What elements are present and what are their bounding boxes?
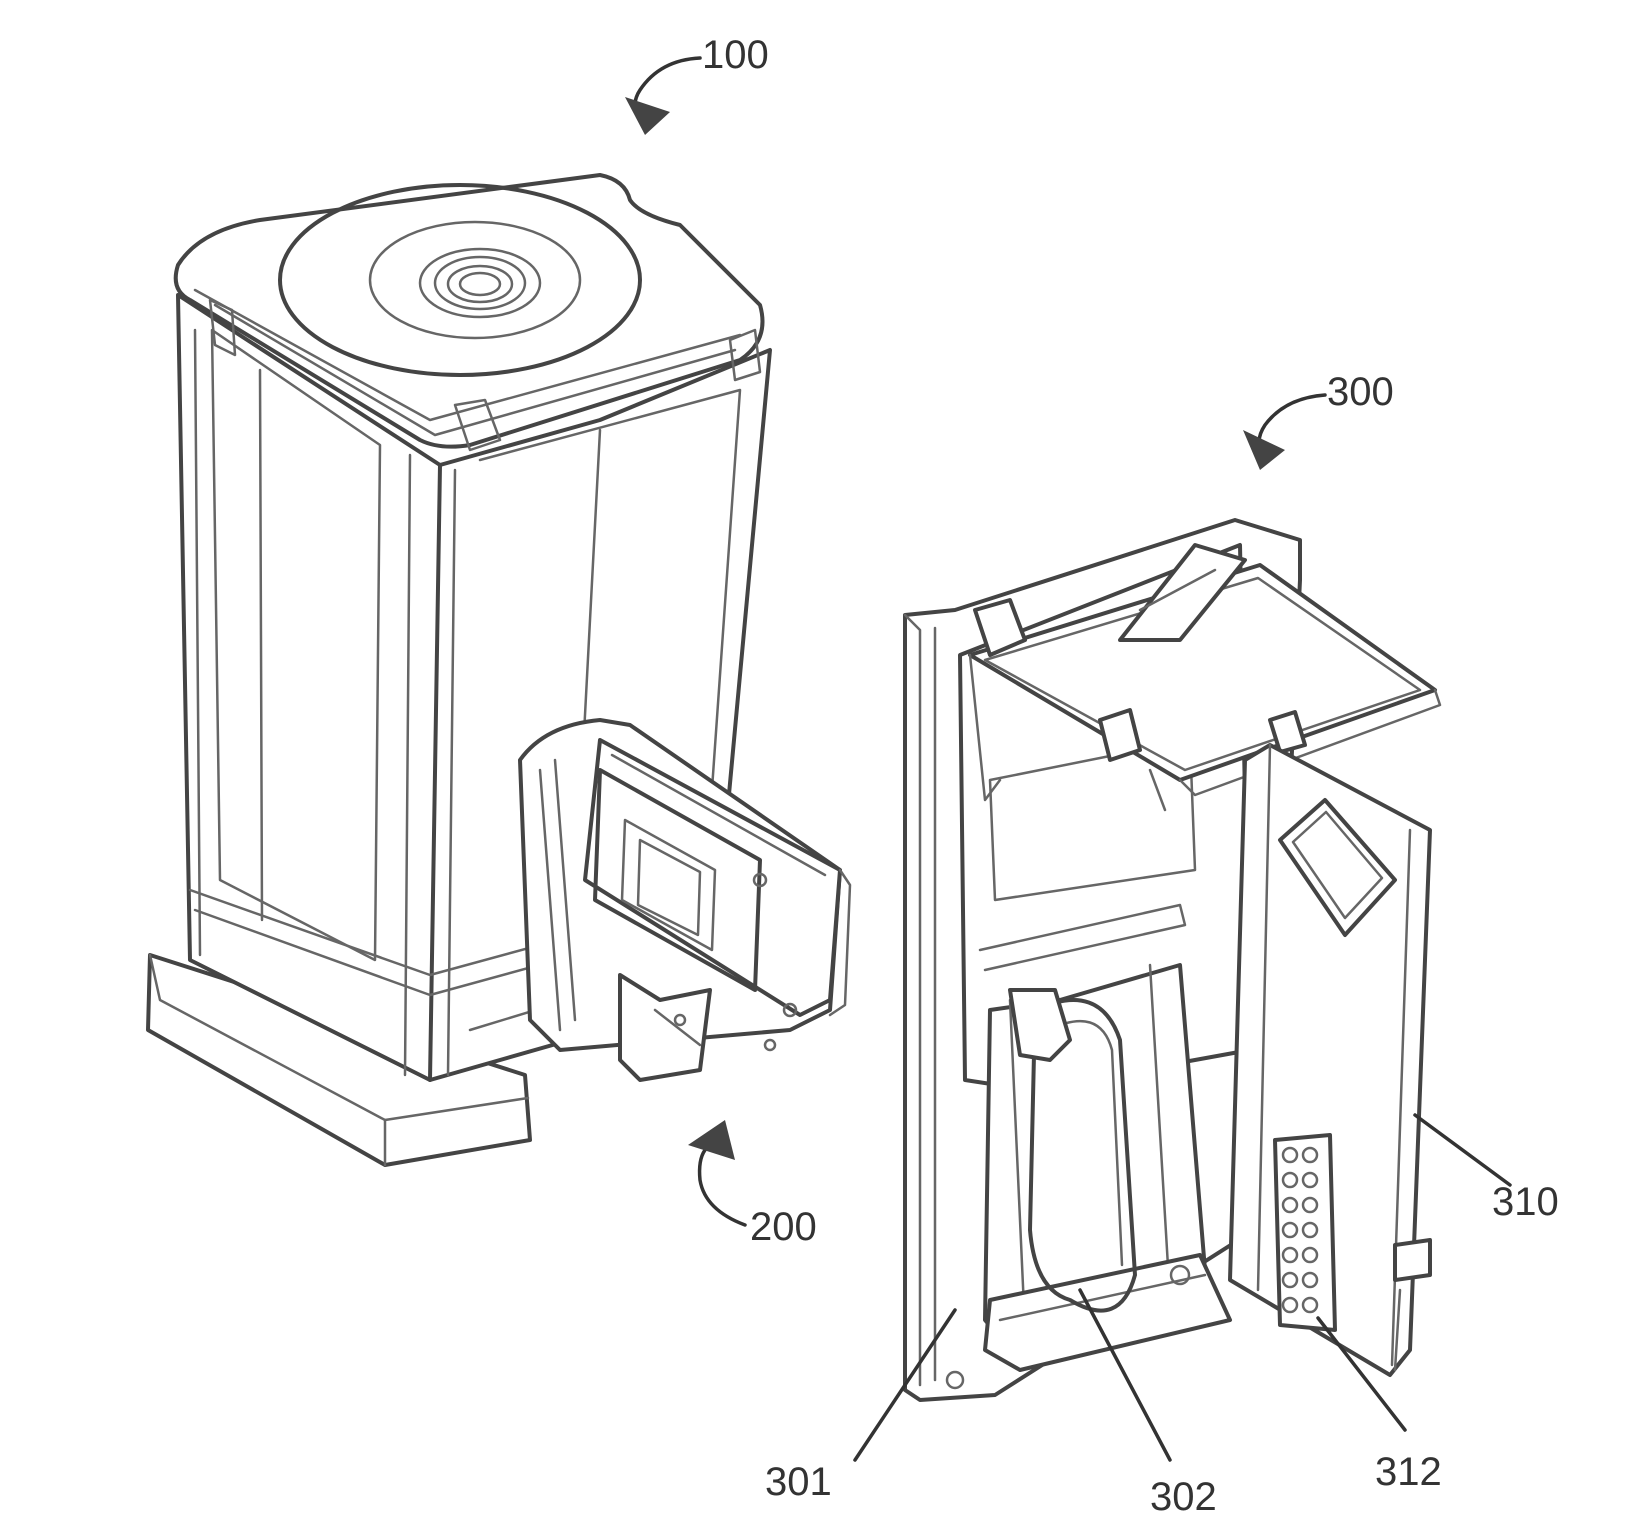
arrowhead-300 — [1243, 430, 1285, 470]
cartridge-lid — [968, 543, 1442, 812]
label-100: 100 — [702, 33, 769, 77]
arrowhead-100 — [625, 97, 670, 135]
leader-302 — [1078, 1288, 1172, 1462]
label-300: 300 — [1327, 370, 1394, 414]
arrowhead-200 — [688, 1120, 735, 1160]
leader-301 — [853, 1308, 957, 1462]
pouch — [1008, 988, 1137, 1313]
label-302: 302 — [1150, 1475, 1217, 1519]
contact-array — [1273, 1133, 1337, 1332]
leader-310 — [1413, 1113, 1512, 1187]
label-301: 301 — [765, 1460, 832, 1504]
label-200: 200 — [750, 1205, 817, 1249]
leader-312 — [1316, 1316, 1407, 1432]
dispenser-module — [518, 718, 852, 1082]
label-312: 312 — [1375, 1450, 1442, 1494]
leader-200 — [697, 1148, 747, 1227]
label-310: 310 — [1492, 1180, 1559, 1224]
